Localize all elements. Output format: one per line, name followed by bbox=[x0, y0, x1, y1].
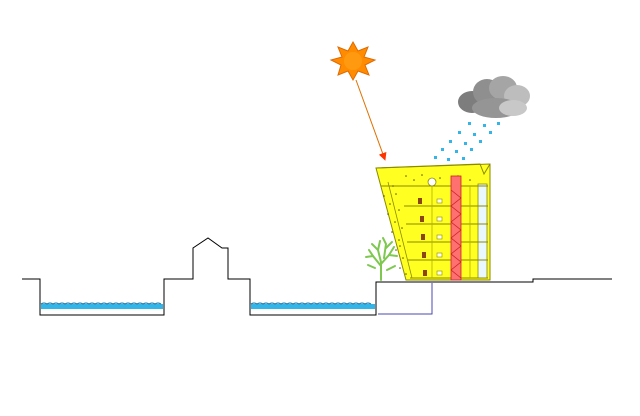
sun-ray bbox=[355, 79, 387, 161]
water-channel-right bbox=[250, 302, 375, 309]
sun-icon bbox=[329, 40, 377, 82]
tree-icon bbox=[365, 237, 398, 281]
cloud-icon bbox=[458, 76, 530, 118]
yellow-building bbox=[375, 163, 491, 281]
water-channel-left bbox=[40, 302, 163, 309]
red-service-core bbox=[450, 175, 462, 281]
ground-profile bbox=[22, 237, 612, 316]
rain-drops bbox=[434, 122, 500, 161]
drainage-pipe bbox=[378, 283, 433, 315]
